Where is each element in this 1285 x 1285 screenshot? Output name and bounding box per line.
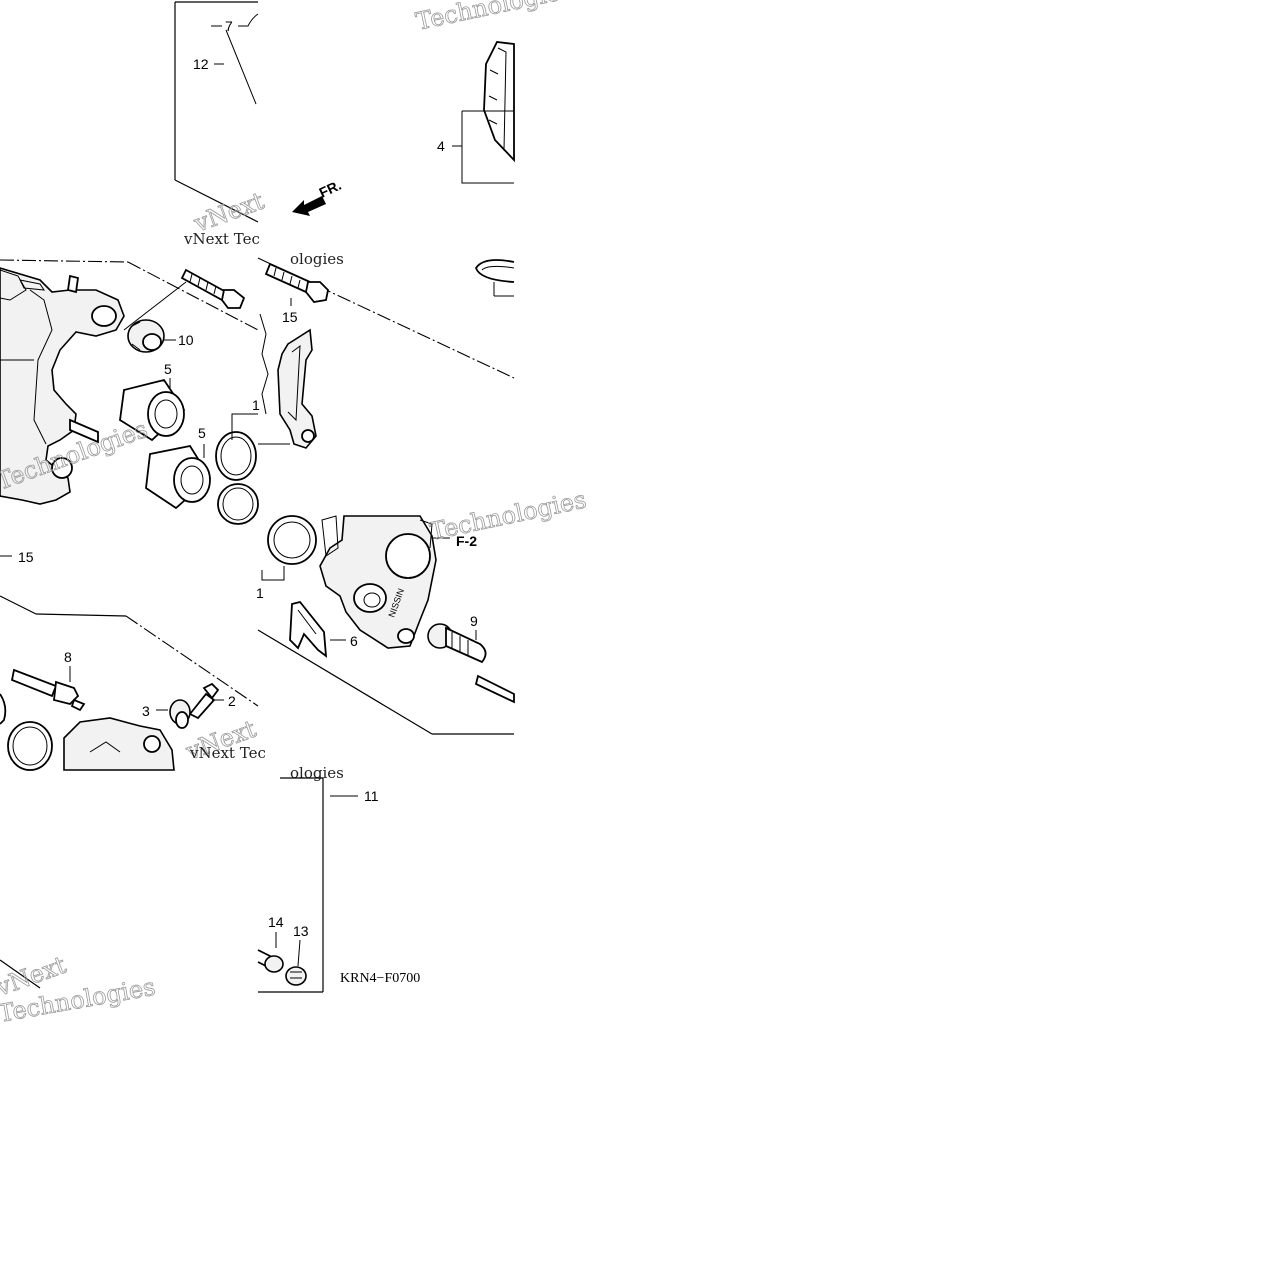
lower-seal-ring — [7, 721, 53, 771]
tile-top-right: 7 12 4 FR. Technologies vNext vNext Tec — [174, 0, 575, 248]
cap-13 — [285, 966, 307, 986]
pin-boot-10 — [127, 319, 165, 353]
slide-pin-8 — [10, 668, 86, 712]
bleeder-valve-2 — [188, 682, 220, 720]
callout-5-upper: 5 — [164, 361, 172, 377]
watermark-technologies: Technologies — [413, 0, 574, 36]
watermark-inline-tail: ologies — [290, 250, 344, 268]
bleeder-screw-14 — [257, 949, 284, 973]
caliper-lower-partial — [63, 717, 175, 771]
front-direction-arrow: FR. — [292, 177, 344, 216]
brake-pad-lower — [277, 328, 317, 449]
piston-seal-upper — [215, 431, 257, 481]
callout-14: 14 — [268, 914, 284, 930]
tile-bottom: ologies 11 14 13 KRN4−F0700 vNext Techno… — [0, 764, 420, 1028]
callout-1-upper: 1 — [252, 397, 260, 413]
callout-13: 13 — [293, 923, 309, 939]
callout-8: 8 — [64, 649, 72, 665]
caliper-seal — [267, 515, 317, 565]
callout-12: 12 — [193, 56, 209, 72]
ref-label-f2: F-2 — [456, 533, 477, 549]
watermark-bottom-inline: ologies — [290, 764, 344, 782]
callout-3: 3 — [142, 703, 150, 719]
callout-5-lower: 5 — [198, 425, 206, 441]
pad-spring-6 — [289, 600, 328, 658]
slide-pin-boot-9 — [427, 623, 487, 664]
piston-seal-lower — [217, 483, 259, 525]
piston-upper — [119, 378, 186, 442]
watermark-lower-inline: vNext Tec — [189, 744, 266, 762]
callout-15-lower: 15 — [18, 549, 34, 565]
brake-pad-upper — [483, 41, 515, 163]
caliper-body: NISSIN — [319, 515, 437, 649]
piston-lower — [145, 444, 212, 510]
watermark-inline-fragment: vNext Tec — [183, 230, 260, 248]
tile-lower: 15 1 NISSIN F-2 6 — [0, 485, 589, 771]
callout-4: 4 — [437, 138, 445, 154]
callout-9: 9 — [470, 613, 478, 629]
diagram-code: KRN4−F0700 — [340, 971, 420, 986]
callout-7: 7 — [225, 18, 233, 34]
tile-middle: ologies 15 — [0, 250, 515, 525]
callout-15-upper: 15 — [282, 309, 298, 325]
callout-1-lower: 1 — [256, 585, 264, 601]
front-arrow-label: FR. — [317, 177, 344, 201]
callout-6: 6 — [350, 633, 358, 649]
bolt-15 — [264, 262, 329, 303]
callout-11: 11 — [364, 788, 379, 804]
callout-10: 10 — [178, 332, 194, 348]
callout-2: 2 — [228, 693, 236, 709]
bleeder-cap-3 — [169, 699, 191, 729]
bolt-upper — [180, 268, 246, 309]
caliper-bracket — [0, 267, 125, 505]
